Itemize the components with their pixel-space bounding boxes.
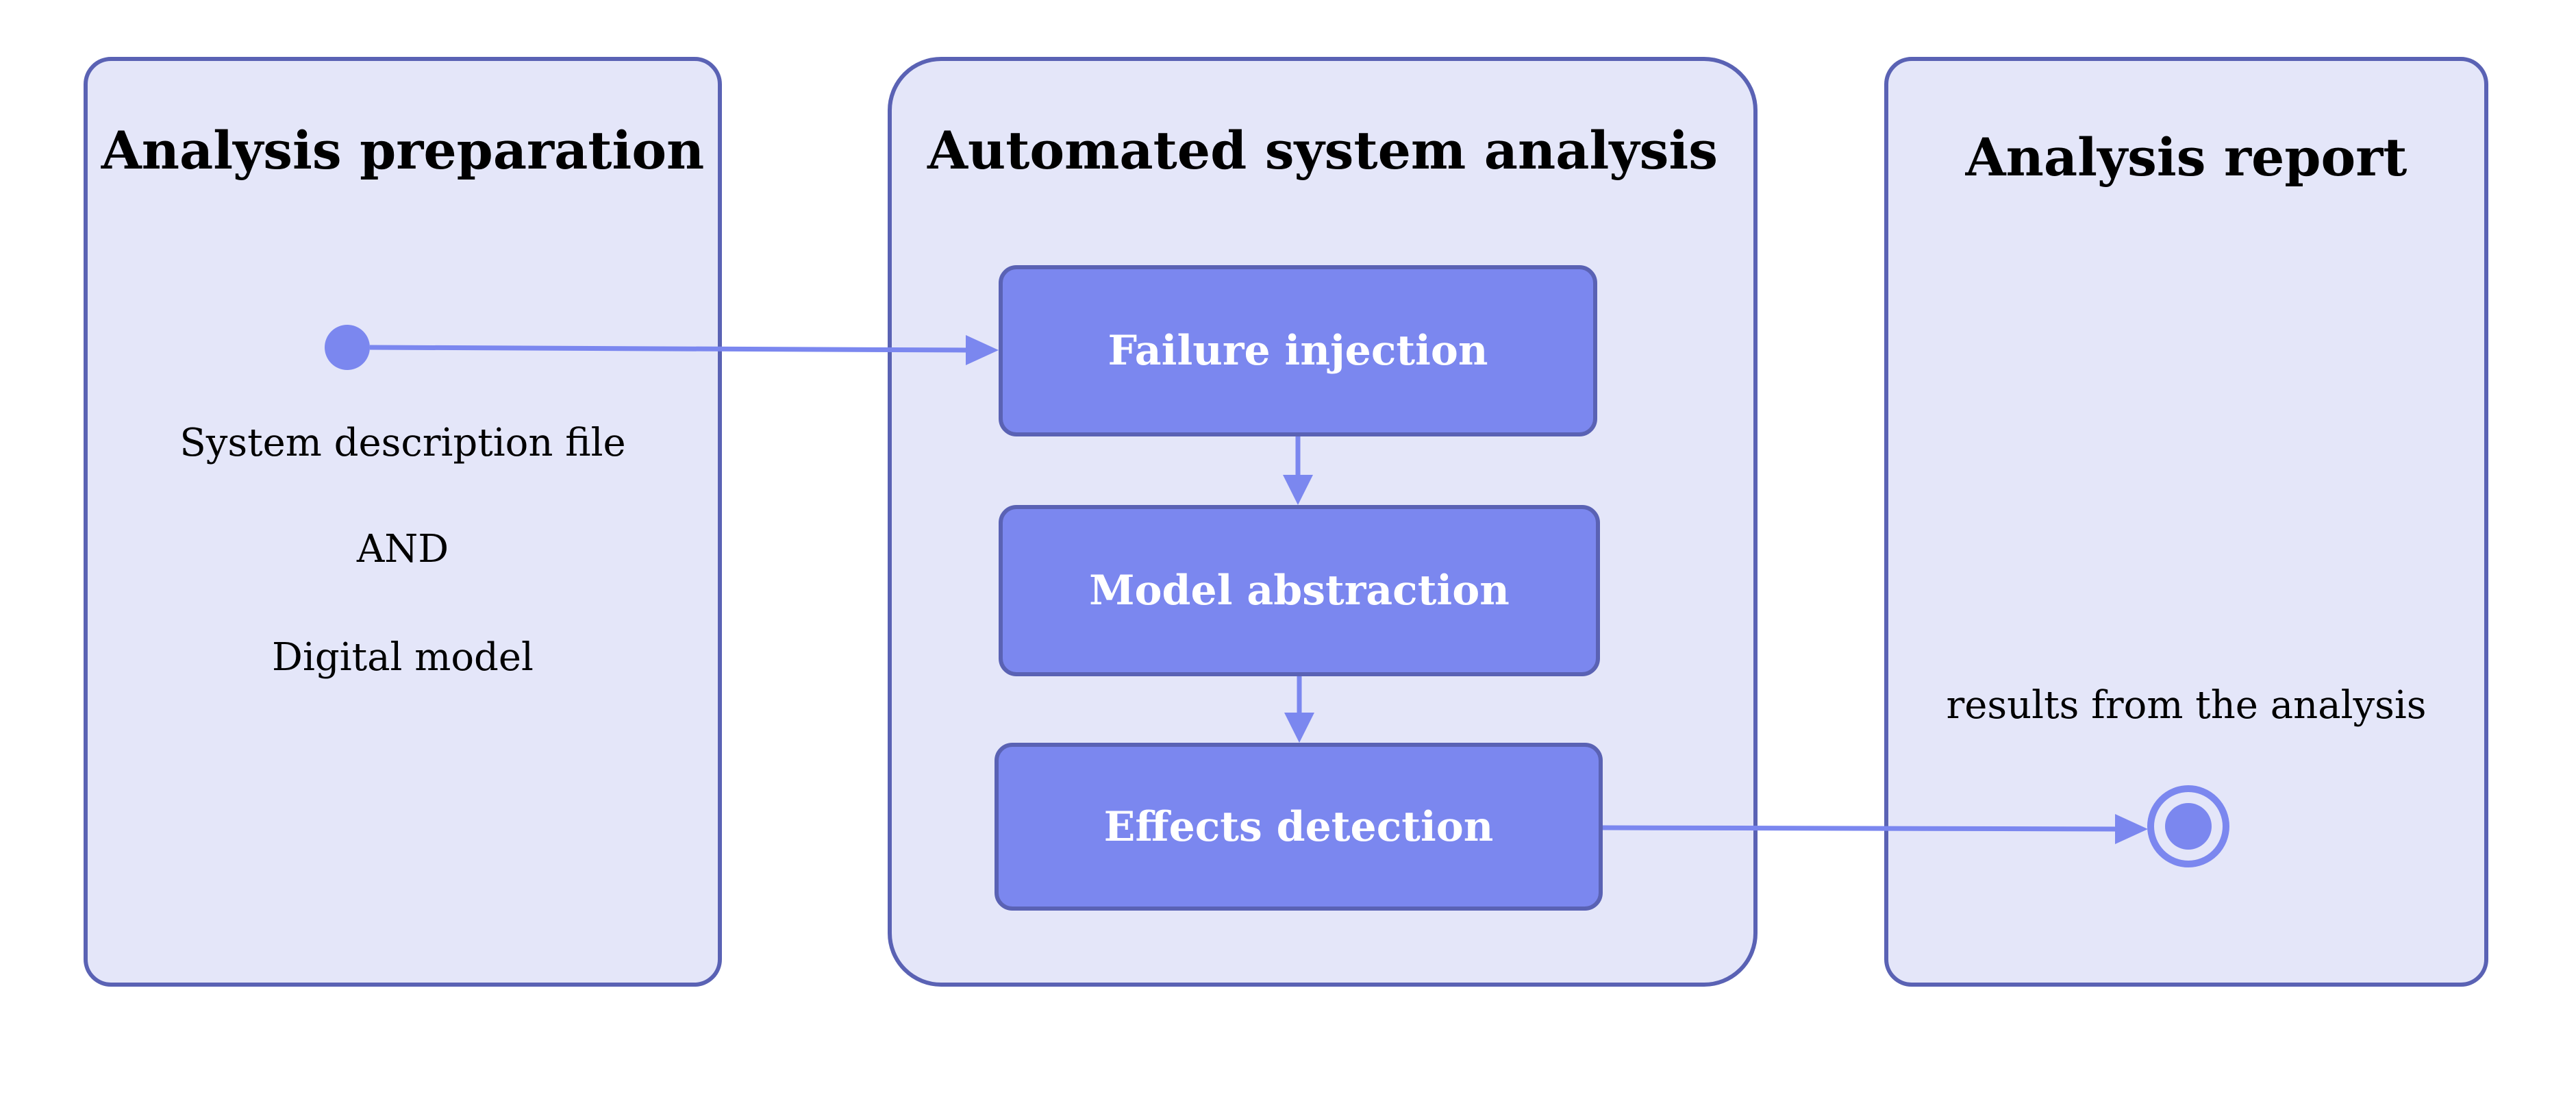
arrowhead-model-abstraction: [1283, 475, 1313, 505]
step-effects-detection: Effects detection: [995, 743, 1603, 911]
arrowhead-end: [2115, 814, 2148, 844]
arrowhead-effects-detection: [1284, 713, 1314, 743]
step-model-abstraction-label: Model abstraction: [1089, 567, 1510, 615]
system-description-file-label: System description file: [179, 421, 626, 465]
final-node-icon: [2147, 785, 2229, 867]
flow-effects-detection-to-end: [1602, 825, 2118, 832]
step-failure-injection: Failure injection: [999, 265, 1597, 436]
step-effects-detection-label: Effects detection: [1103, 802, 1494, 851]
digital-model-label: Digital model: [272, 635, 534, 680]
step-failure-injection-label: Failure injection: [1108, 327, 1488, 375]
lane-title-analysis-preparation: Analysis preparation: [101, 120, 705, 181]
and-label: AND: [356, 527, 449, 571]
swimlane-analysis-preparation: Analysis preparation System description …: [84, 57, 722, 987]
lane-title-analysis-report: Analysis report: [1965, 127, 2408, 188]
initial-node-icon: [325, 325, 370, 370]
lane-title-automated-system-analysis: Automated system analysis: [927, 120, 1718, 181]
arrowhead-failure-injection: [966, 335, 999, 365]
step-model-abstraction: Model abstraction: [999, 505, 1600, 676]
results-from-analysis-label: results from the analysis: [1946, 683, 2427, 728]
flow-start-to-failure-injection: [369, 345, 968, 353]
